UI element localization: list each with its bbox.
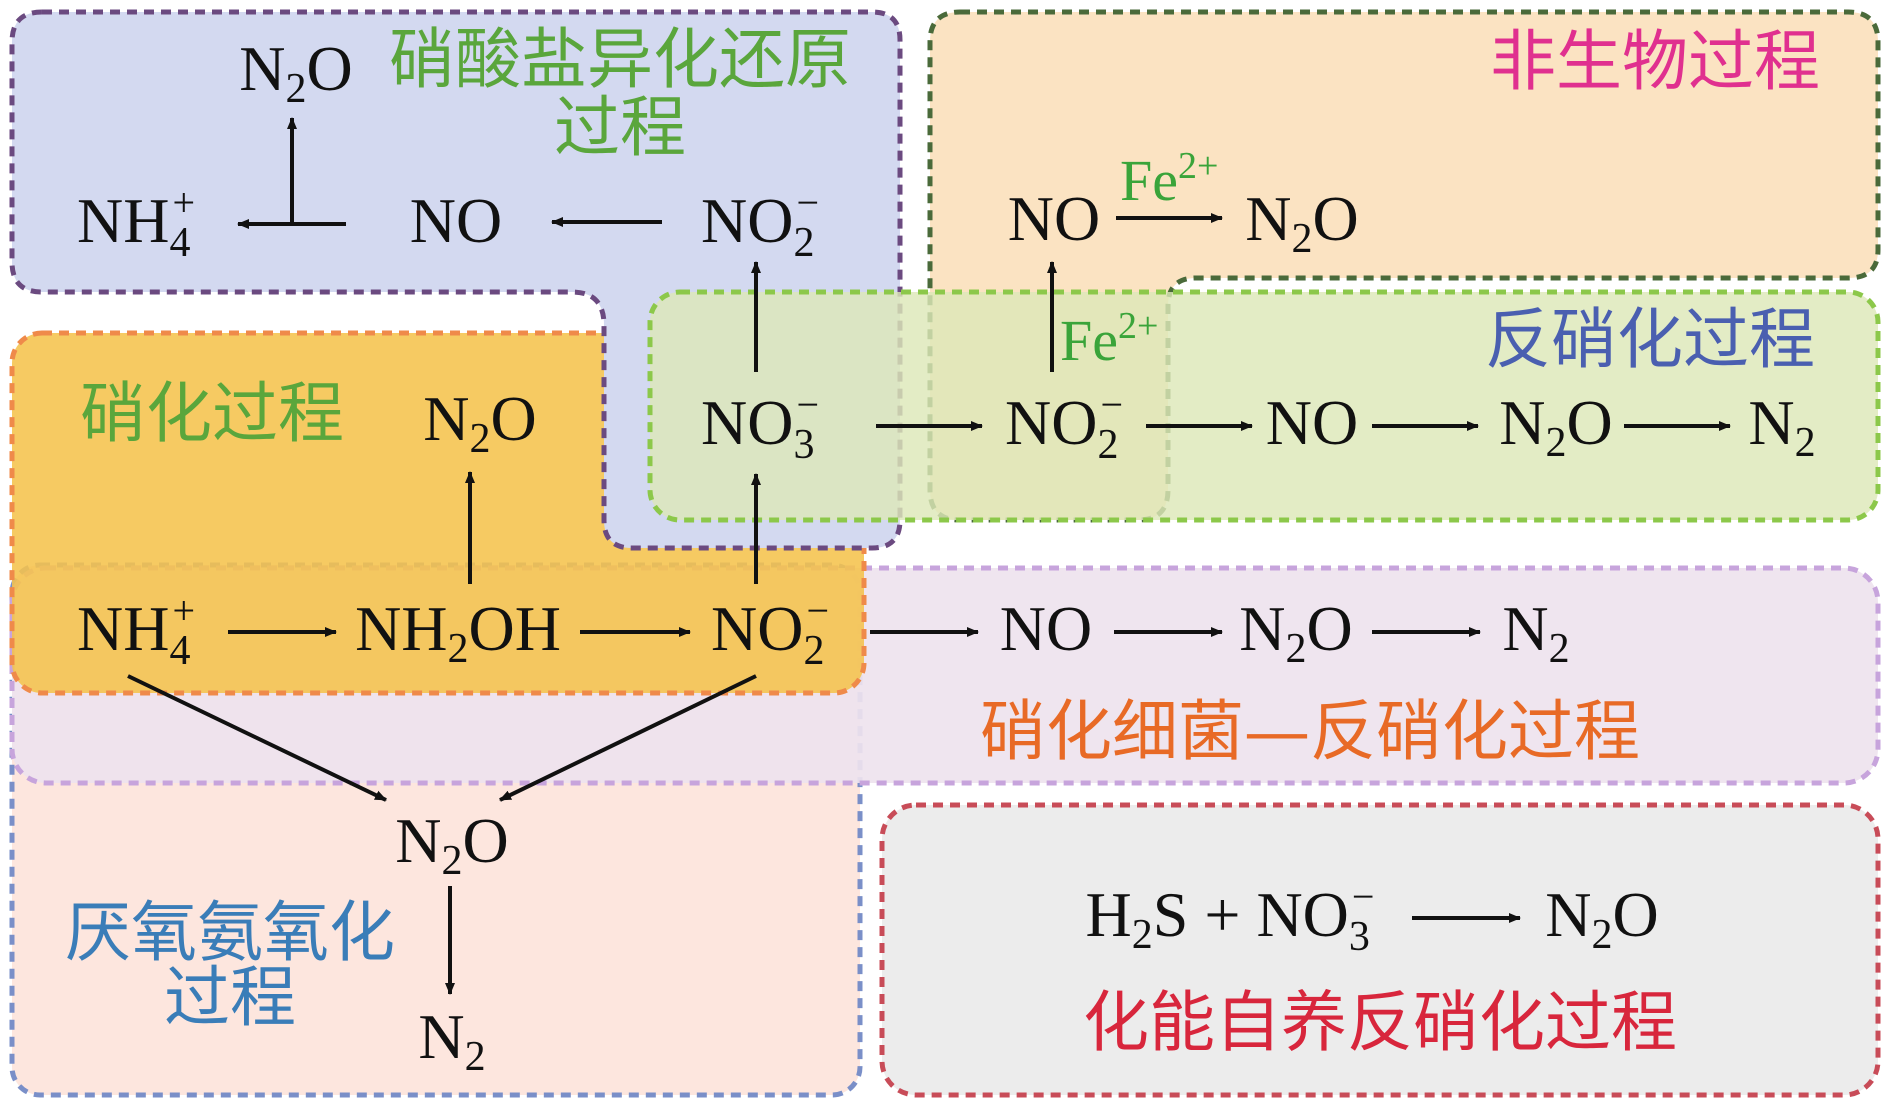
label-denitrification: 反硝化过程 (1485, 301, 1815, 378)
species-no2-dnra: NO2− (701, 180, 819, 266)
label-anammox-line2: 过程 (164, 959, 296, 1036)
species-n2-nd: N2 (1502, 593, 1569, 672)
region-denitrification (647, 289, 1881, 523)
species-no2-denitrification: NO2− (1005, 382, 1123, 468)
reaction-arrows (127, 117, 1731, 995)
label-nitrification: 硝化过程 (80, 375, 344, 452)
label-anammox-line1: 厌氧氨氧化 (65, 894, 395, 971)
arrow-nh4-to-n2o-anammox (127, 674, 387, 802)
species-n2o-anammox: N2O (395, 805, 508, 884)
label-abiotic: 非生物过程 (1490, 23, 1820, 100)
species-no2: NO2− (711, 588, 829, 674)
species-h2s-no3: H2S + NO3− (1086, 874, 1375, 960)
species-no-nd: NO (1000, 593, 1092, 664)
label-dnra-line2: 过程 (554, 89, 686, 166)
species-no3: NO3− (701, 382, 819, 468)
region-chemoautotrophic (879, 802, 1881, 1098)
species-nh4-dnra: NH4+ (77, 180, 195, 266)
species-no-denitrification: NO (1266, 387, 1358, 458)
arrow-no2-to-n2o-anammox (499, 674, 757, 802)
species-nh4: NH4+ (77, 588, 195, 674)
label-chemoautotrophic: 化能自养反硝化过程 (1083, 984, 1677, 1061)
species-no-dnra: NO (410, 185, 502, 256)
label-dnra-line1: 硝酸盐异化还原 (389, 21, 851, 98)
species-no-abiotic: NO (1008, 183, 1100, 254)
label-nitrifier-denitrification: 硝化细菌—反硝化过程 (980, 693, 1640, 770)
